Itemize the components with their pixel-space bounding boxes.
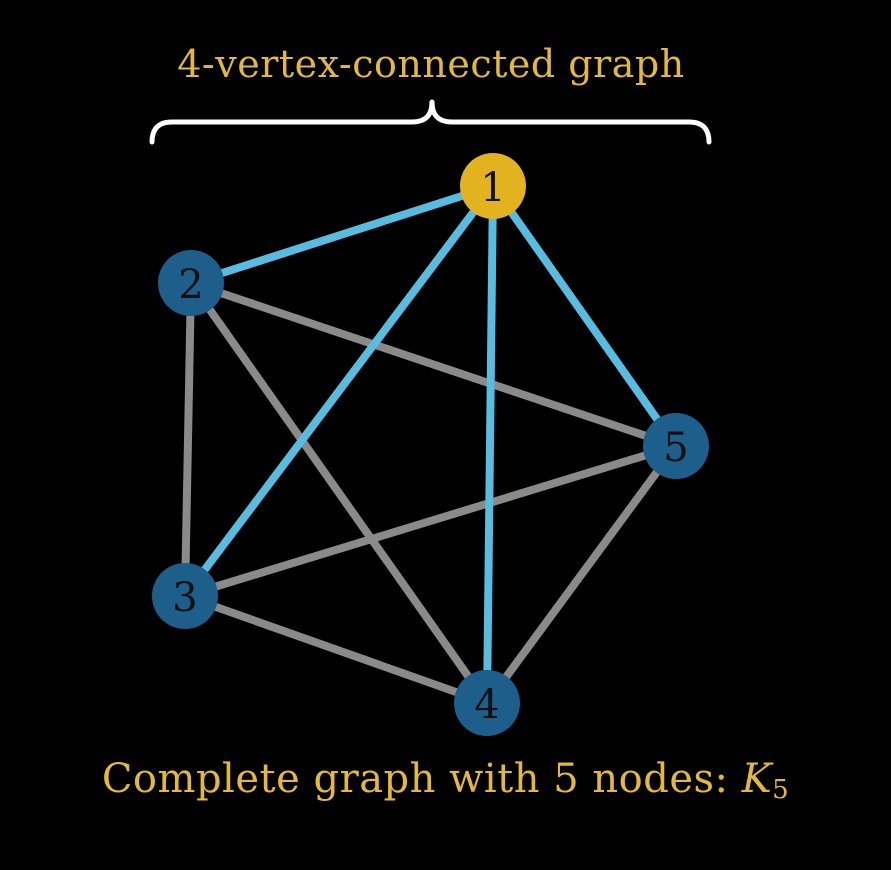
edges-layer	[181, 182, 680, 707]
edge-2-4	[187, 279, 491, 707]
edge-2-5	[187, 279, 680, 450]
node-label-3: 3	[172, 575, 197, 621]
node-label-5: 5	[663, 425, 688, 471]
node-circle-3	[152, 563, 218, 629]
node-circle-5	[643, 413, 709, 479]
node-5: 5	[643, 413, 709, 479]
edge-3-5	[181, 442, 680, 600]
edge-1-5	[489, 182, 680, 450]
node-2: 2	[158, 250, 224, 316]
node-4: 4	[454, 670, 520, 736]
edge-1-4	[483, 182, 497, 707]
node-circle-2	[158, 250, 224, 316]
graph-title: 4-vertex-connected graph	[177, 42, 685, 86]
edge-1-2	[187, 182, 497, 287]
node-circle-1	[460, 153, 526, 219]
node-label-4: 4	[474, 682, 499, 728]
graph-caption: Complete graph with 5 nodes: K5	[0, 756, 891, 805]
edge-1-3	[181, 182, 497, 600]
k5-symbol: K5	[741, 756, 790, 805]
node-3: 3	[152, 563, 218, 629]
k-subscript: 5	[772, 775, 790, 805]
node-label-2: 2	[178, 262, 203, 308]
nodes-layer: 1 2 3 4 5	[152, 153, 709, 736]
edge-4-5	[483, 442, 680, 707]
node-label-1: 1	[480, 165, 505, 211]
node-1: 1	[460, 153, 526, 219]
edge-3-4	[181, 592, 491, 707]
caption-text: Complete graph with 5 nodes:	[101, 756, 729, 802]
k-letter: K	[741, 756, 773, 802]
node-circle-4	[454, 670, 520, 736]
edge-2-3	[181, 279, 195, 600]
curly-brace	[149, 99, 712, 145]
